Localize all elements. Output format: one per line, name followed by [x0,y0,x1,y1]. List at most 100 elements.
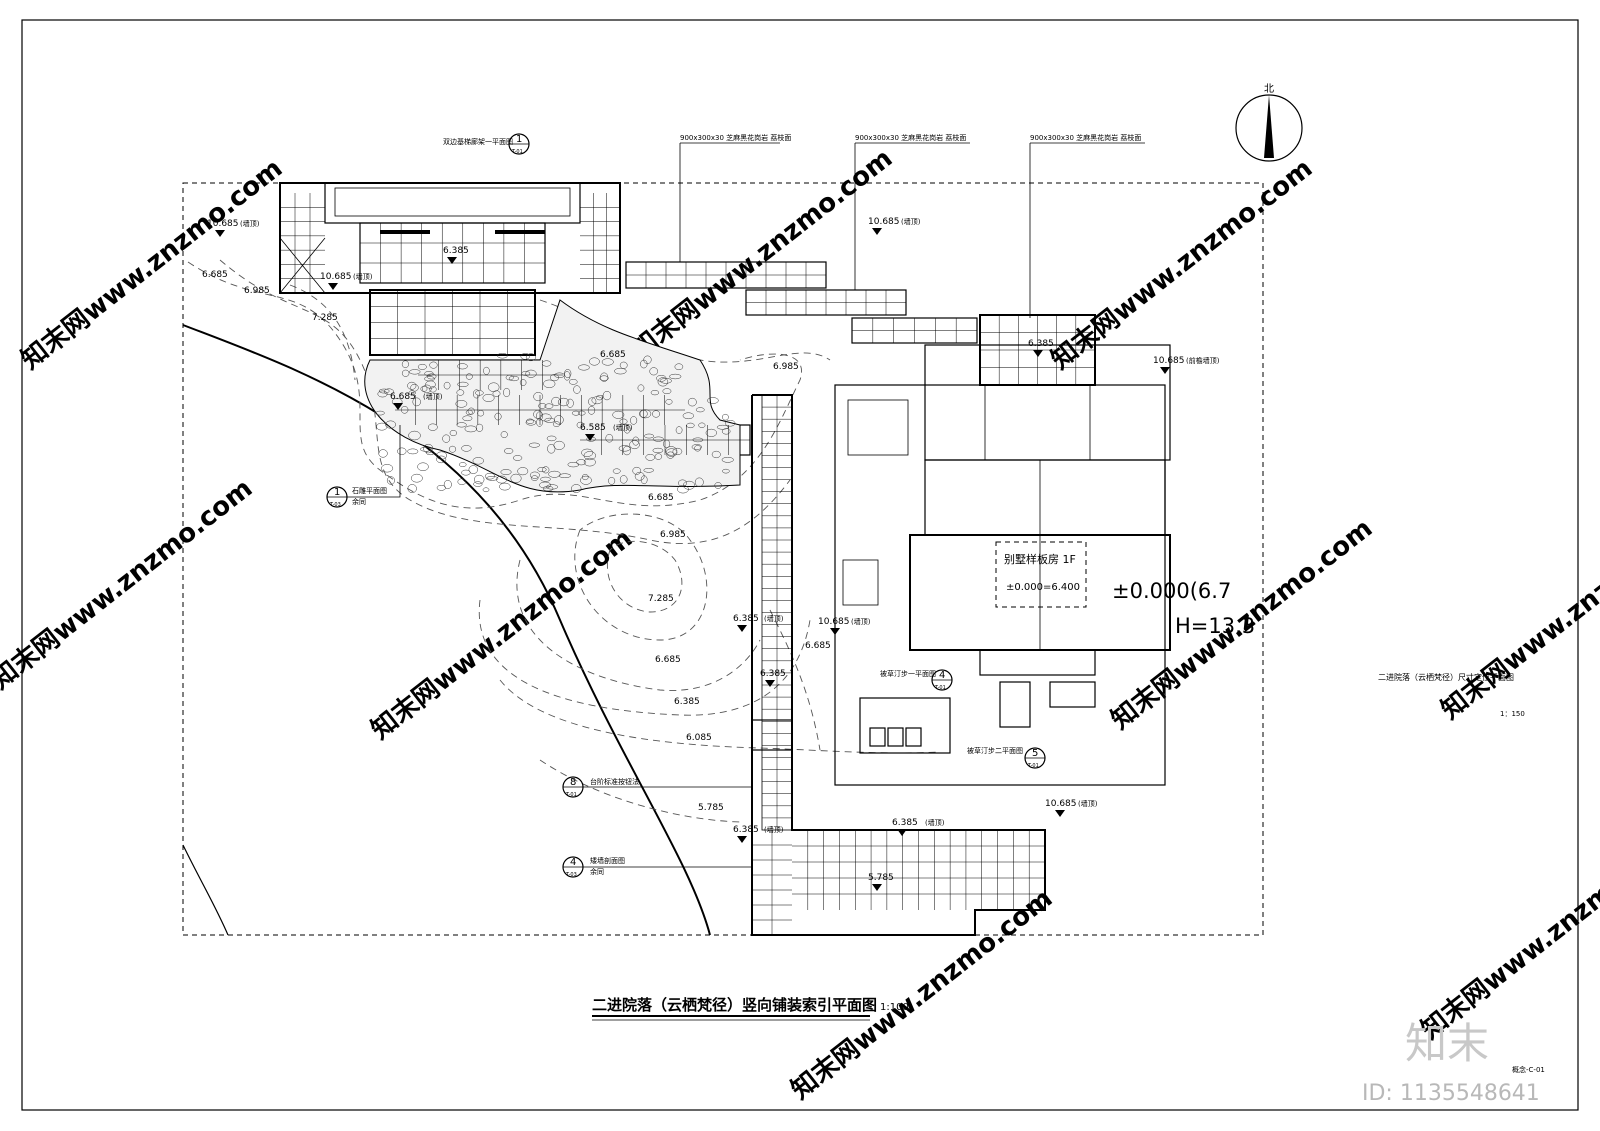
watermark-text: 知末网www.znzmo.com [1416,823,1600,1045]
building-big-h: H=13.3 [1175,614,1255,638]
building-name: 别墅样板房 1F [1004,552,1076,566]
svg-text:10.685: 10.685 [207,219,239,229]
level-marker: 6.585 (墙顶) [580,423,633,441]
svg-text:余同: 余同 [590,867,604,876]
level-marker: 10.685(墙顶) [818,617,871,635]
svg-text:10.685: 10.685 [868,217,900,227]
svg-text:矮墙剖面图: 矮墙剖面图 [590,856,625,865]
svg-text:台阶标准按钮法: 台阶标准按钮法 [590,777,639,786]
index-ref: 1 T-03 石雕平面图 余同 [326,425,401,508]
svg-text:6.385: 6.385 [674,697,700,707]
level-marker: 10.685(前檐墙顶) [1153,356,1220,374]
svg-text:(墙顶): (墙顶) [851,617,871,626]
level-marker: 6.385 (墙顶) [892,818,945,836]
svg-text:5: 5 [1032,748,1038,759]
level-marker: 10.685(墙顶) [868,217,921,235]
index-ref: 5 T-01 被草汀步二平面图 [967,746,1046,769]
svg-text:5.785: 5.785 [698,803,724,813]
svg-text:6.685: 6.685 [390,392,416,402]
index-ref: 4 T-03 矮墙剖面图 余同 [562,856,752,878]
svg-text:T-03: T-03 [329,502,341,508]
svg-text:4: 4 [939,670,945,681]
cobble-area [364,299,741,493]
svg-text:被草汀步一平面图: 被草汀步一平面图 [880,669,936,678]
svg-text:6.985: 6.985 [773,362,799,372]
svg-text:6.385: 6.385 [443,246,469,256]
level-marker: 6.385 [443,246,469,264]
svg-text:6.985: 6.985 [244,286,270,296]
svg-text:6.385: 6.385 [1028,339,1054,349]
svg-text:6.085: 6.085 [686,733,712,743]
level-marker: 6.385 [760,669,786,687]
walkway [751,394,1046,936]
svg-text:6.385: 6.385 [733,614,759,624]
level-marker: 10.685(墙顶) [207,219,260,237]
svg-text:(墙顶): (墙顶) [613,423,633,432]
svg-text:双边基梯廊架一平面图: 双边基梯廊架一平面图 [443,137,513,146]
svg-text:6.585: 6.585 [580,423,606,433]
watermark-id: ID: 1135548641 [1362,1081,1540,1106]
cobble-pebbles [375,353,736,494]
watermark-text: 知末网www.znzmo.com [366,523,638,745]
svg-text:(墙顶): (墙顶) [1078,799,1098,808]
watermark-logo: 知末 [1405,1019,1489,1068]
svg-text:6.685: 6.685 [600,350,626,360]
north-arrow: 北 [1235,83,1303,162]
svg-text:6.685: 6.685 [648,493,674,503]
watermark-text: 知末网www.znzmo.com [1436,503,1600,725]
svg-text:10.685: 10.685 [1045,799,1077,809]
arc-boundary-inner [182,844,229,936]
watermark-text: 知末网www.znzmo.com [786,883,1058,1105]
north-label: 北 [1264,83,1274,95]
svg-text:6.385: 6.385 [760,669,786,679]
arc-boundary [182,324,711,936]
paving-tile-grid [280,193,1095,935]
main-scale: 1:100 [880,1002,909,1013]
svg-text:(墙顶): (墙顶) [353,272,373,281]
svg-text:T-03: T-03 [565,872,577,878]
sheet-code: 概念-C-01 [1512,1065,1545,1074]
index-ref: 1 T-01 双边基梯廊架一平面图 [443,133,530,155]
svg-text:5.785: 5.785 [868,873,894,883]
svg-text:T-01: T-01 [511,149,523,155]
paving-note-leaders [679,142,1145,318]
building-big-elev: ±0.000(6.7 [1112,579,1231,603]
svg-text:6.385: 6.385 [733,825,759,835]
paving-note: 900x300x30 芝麻黑花岗岩 荔枝面 [855,133,966,142]
svg-text:被草汀步二平面图: 被草汀步二平面图 [967,746,1023,755]
level-marker: 10.685(墙顶) [1045,799,1098,817]
level-marker: 10.685(墙顶) [320,272,373,290]
svg-text:(墙顶): (墙顶) [901,217,921,226]
index-ref: 8 T-01 台阶标准按钮法 [562,776,752,798]
main-title: 二进院落（云栖梵径）竖向铺装索引平面图 [592,996,877,1014]
svg-text:1: 1 [516,134,522,145]
svg-text:6.985: 6.985 [660,530,686,540]
svg-text:石雕平面图: 石雕平面图 [352,486,387,495]
svg-text:7.285: 7.285 [648,594,674,604]
svg-text:(前檐墙顶): (前檐墙顶) [1186,356,1220,365]
svg-text:(墙顶): (墙顶) [240,219,260,228]
watermark-text: 知末网www.znzmo.com [16,153,288,375]
contour-labels: 6.685 6.985 7.285 6.685 6.985 6.685 6.98… [202,270,831,813]
svg-text:T-01: T-01 [565,792,577,798]
level-marker: 6.385 [1028,339,1054,357]
svg-text:(墙顶): (墙顶) [925,818,945,827]
svg-text:(墙顶): (墙顶) [764,825,784,834]
svg-text:8: 8 [570,777,576,788]
paving-note: 900x300x30 芝麻黑花岗岩 荔枝面 [1030,133,1141,142]
svg-text:7.285: 7.285 [312,313,338,323]
svg-text:1: 1 [334,487,340,498]
side-scale: 1：150 [1500,710,1525,718]
building-label: 别墅样板房 1F ±0.000=6.400 ±0.000(6.7 H=13.3 [995,541,1255,638]
index-ref: 4 T-01 被草汀步一平面图 [880,669,953,691]
svg-text:(墙顶): (墙顶) [764,614,784,623]
level-marker: 6.685(墙顶) [390,392,443,410]
svg-text:6.685: 6.685 [202,270,228,280]
svg-text:T-01: T-01 [934,685,946,691]
svg-text:6.385: 6.385 [892,818,918,828]
svg-text:6.685: 6.685 [655,655,681,665]
site-boundary [182,182,1264,936]
watermark-text: 知末网www.znzmo.com [626,143,898,365]
level-marker: 6.385 (墙顶) [733,614,784,632]
